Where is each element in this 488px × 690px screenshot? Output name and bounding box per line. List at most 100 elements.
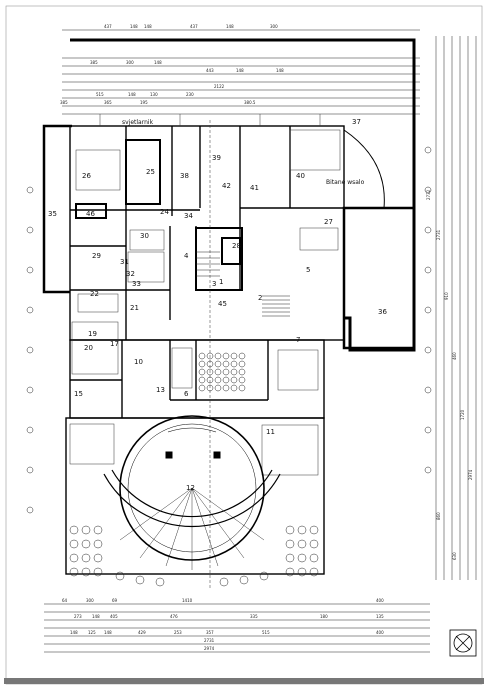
dimension-value: 148 [104, 630, 112, 635]
right-hall-outline [342, 206, 416, 350]
dimension-value: 148 [144, 24, 152, 29]
existing-wall-label: Bitane wsalo [326, 179, 365, 186]
dimension-value: 180 [320, 614, 328, 619]
room-number: 15 [74, 390, 83, 398]
dimension-value: 135 [376, 614, 384, 619]
dimension-value: 2974 [468, 469, 473, 480]
dimension-value: 300 [270, 24, 278, 29]
dimension-value: 405 [110, 614, 118, 619]
dimension-value: 385 [60, 100, 68, 105]
dimension-value: 64 [62, 598, 68, 603]
right-dimension-lines [435, 36, 477, 580]
dimension-value: 69 [112, 598, 118, 603]
left-wing-outline [42, 124, 72, 294]
dimension-value: 380.5 [244, 100, 256, 105]
stair-steps [196, 251, 290, 317]
room-number: 2 [258, 294, 262, 302]
room-number: 3 [212, 280, 216, 288]
dimension-value: 2732 [426, 189, 431, 200]
dimension-value: 1720 [460, 409, 465, 420]
page-border [5, 5, 483, 685]
dimension-value: 273 [74, 614, 82, 619]
top-dimension-text: 437 148 148 437 148 300 385 300 148 443 … [60, 24, 284, 105]
dimension-value: 437 [104, 24, 112, 29]
dimension-value: 335 [250, 614, 258, 619]
room-number: 34 [184, 212, 193, 220]
room-number: 17 [110, 340, 119, 348]
room-number: 36 [378, 308, 387, 316]
dimension-value: 2974 [204, 646, 215, 651]
dimension-value: 437 [190, 24, 198, 29]
room-number: 31 [120, 258, 129, 266]
room-number: 38 [180, 172, 189, 180]
dimension-value: 253 [174, 630, 182, 635]
dimension-value: 148 [70, 630, 78, 635]
room-number: 20 [84, 344, 93, 352]
bottom-dimension-text: 64 300 69 1410 400 273 148 405 476 335 1… [62, 598, 384, 651]
right-dimension-text: 2732 2731 910 460 1720 2974 860 630 [426, 189, 473, 560]
main-walls [65, 125, 345, 575]
dimension-value: 630 [452, 552, 457, 560]
upper-wing-outline [70, 38, 416, 352]
dimension-value: 230 [186, 92, 194, 97]
room-number: 6 [184, 390, 189, 398]
room-number: 29 [92, 252, 101, 260]
terrace-tables [69, 525, 319, 587]
skylight-label: svjetlarnik [122, 119, 154, 126]
room-number: 5 [306, 266, 310, 274]
dimension-value: 910 [444, 292, 449, 300]
room-number: 41 [250, 184, 259, 192]
room-number: 40 [296, 172, 305, 180]
room-number: 42 [222, 182, 231, 190]
dimension-value: 385 [90, 60, 98, 65]
room-number: 33 [132, 280, 141, 288]
room-labels: 1 2 3 4 5 6 7 10 11 12 13 15 17 19 20 21… [48, 118, 387, 492]
dimension-value: 130 [150, 92, 158, 97]
dimension-value: 860 [436, 512, 441, 520]
stair-cores [75, 139, 243, 291]
dimension-value: 148 [226, 24, 234, 29]
dimension-value: 148 [276, 68, 284, 73]
room-number: 24 [160, 208, 169, 216]
dimension-value: 300 [126, 60, 134, 65]
dimension-value: 429 [138, 630, 146, 635]
dimension-value: 148 [130, 24, 138, 29]
room-number: 13 [156, 386, 165, 394]
dimension-value: 443 [206, 68, 214, 73]
room-number: 21 [130, 304, 139, 312]
dimension-value: 2731 [204, 638, 215, 643]
room-number: 10 [134, 358, 143, 366]
room-number: 27 [324, 218, 333, 226]
round-hall [103, 415, 281, 570]
bottom-dimension-lines [44, 603, 430, 653]
conference-seating [198, 352, 246, 392]
dimension-value: 148 [128, 92, 136, 97]
room-number: 35 [48, 210, 57, 218]
dimension-value: 2731 [436, 229, 441, 240]
dimension-value: 365 [104, 100, 112, 105]
dimension-value: 125 [88, 630, 96, 635]
dimension-value: 148 [154, 60, 162, 65]
dimension-value: 300 [86, 598, 94, 603]
room-number: 25 [146, 168, 155, 176]
dimension-value: 400 [376, 598, 384, 603]
dimension-value: 148 [236, 68, 244, 73]
room-number: 30 [140, 232, 149, 240]
room-number: 4 [184, 252, 189, 260]
dimension-value: 195 [140, 100, 148, 105]
scan-edge [4, 678, 484, 684]
north-arrow-icon [449, 629, 477, 657]
room-number: 46 [86, 210, 95, 218]
dimension-value: 515 [262, 630, 270, 635]
dimension-value: 357 [206, 630, 214, 635]
top-dimension-lines [62, 29, 420, 115]
dimension-value: 460 [452, 352, 457, 360]
existing-wall-curve [343, 129, 385, 209]
dimension-value: 515 [96, 92, 104, 97]
dimension-value: 476 [170, 614, 178, 619]
right-axis-markers [424, 146, 432, 474]
dimension-value: 148 [92, 614, 100, 619]
room-number: 39 [212, 154, 221, 162]
room-number: 19 [88, 330, 97, 338]
